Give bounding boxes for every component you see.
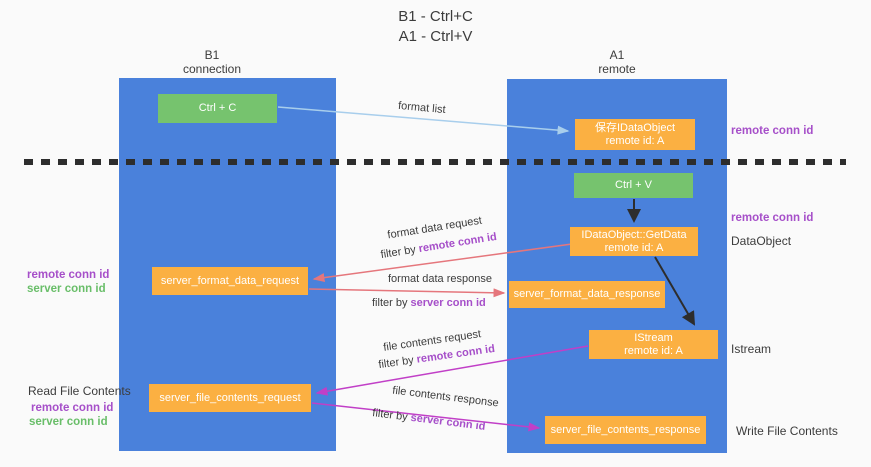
filter-by-text: filter by bbox=[371, 407, 409, 424]
filter-by-server-conn-id-label-2: filter by server conn id bbox=[372, 407, 486, 433]
page-title: B1 - Ctrl+C A1 - Ctrl+V bbox=[0, 7, 871, 47]
left-column-role: connection bbox=[182, 62, 242, 76]
istream-line2: remote id: A bbox=[624, 344, 683, 357]
getdata-line1: IDataObject::GetData bbox=[581, 228, 687, 241]
right-column-name: A1 bbox=[609, 48, 625, 62]
file-contents-response-label: file contents response bbox=[391, 384, 500, 410]
dataobject-label: DataObject bbox=[731, 234, 792, 248]
left-server-conn-id-2: server conn id bbox=[29, 416, 108, 428]
right-remote-conn-id-mid: remote conn id bbox=[731, 212, 814, 224]
server-format-data-response-label: server_format_data_response bbox=[513, 288, 661, 300]
filter-by-text: filter by bbox=[379, 243, 417, 262]
left-column-header: B1 connection bbox=[112, 48, 312, 76]
title-line-1: B1 - Ctrl+C bbox=[398, 8, 473, 25]
format-data-response-label: format data response bbox=[388, 273, 492, 285]
server-format-data-request-label: server_format_data_request bbox=[160, 274, 300, 287]
format-data-response-arrow bbox=[308, 288, 506, 298]
filter-by-server-conn-id-label-1: filter by server conn id bbox=[372, 297, 486, 309]
left-server-conn-id-1: server conn id bbox=[27, 283, 106, 295]
save-idataobject-box: 保存IDataObject remote id: A bbox=[575, 119, 695, 150]
idataobject-getdata-box: IDataObject::GetData remote id: A bbox=[570, 227, 698, 256]
ctrl-c-box: Ctrl + C bbox=[158, 94, 277, 123]
right-column-role: remote bbox=[598, 62, 636, 76]
getdata-line2: remote id: A bbox=[604, 241, 664, 254]
right-column-header: A1 remote bbox=[507, 48, 727, 76]
ctrl-v-label: Ctrl + V bbox=[615, 179, 652, 191]
left-remote-conn-id-1: remote conn id bbox=[27, 269, 110, 281]
server-file-contents-request-box: server_file_contents_request bbox=[149, 384, 311, 412]
server-file-contents-response-label: server_file_contents_response bbox=[550, 423, 701, 436]
format-list-label: format list bbox=[397, 99, 447, 117]
write-file-contents-label: Write File Contents bbox=[736, 424, 838, 438]
title-line-2: A1 - Ctrl+V bbox=[398, 28, 473, 45]
server-format-data-request-box: server_format_data_request bbox=[152, 267, 308, 295]
filter-by-text: filter by bbox=[372, 297, 408, 309]
server-conn-id-text: server conn id bbox=[409, 411, 487, 433]
server-conn-id-text: server conn id bbox=[410, 297, 486, 309]
istream-box: IStream remote id: A bbox=[589, 330, 718, 359]
save-idataobject-line2: remote id: A bbox=[605, 134, 665, 147]
ctrl-c-label: Ctrl + C bbox=[198, 102, 237, 114]
ctrl-v-box: Ctrl + V bbox=[574, 173, 693, 198]
right-remote-conn-id-top: remote conn id bbox=[731, 125, 814, 137]
left-column-name: B1 bbox=[204, 48, 220, 62]
istream-line1: IStream bbox=[634, 331, 673, 344]
istream-side-label: Istream bbox=[731, 342, 772, 356]
server-file-contents-request-label: server_file_contents_request bbox=[159, 391, 301, 404]
server-format-data-response-box: server_format_data_response bbox=[509, 281, 665, 308]
left-remote-conn-id-2: remote conn id bbox=[31, 402, 114, 414]
read-file-contents-label: Read File Contents bbox=[28, 384, 131, 398]
filter-by-text: filter by bbox=[377, 354, 415, 372]
save-idataobject-line1: 保存IDataObject bbox=[594, 121, 676, 134]
server-file-contents-response-box: server_file_contents_response bbox=[545, 416, 706, 444]
